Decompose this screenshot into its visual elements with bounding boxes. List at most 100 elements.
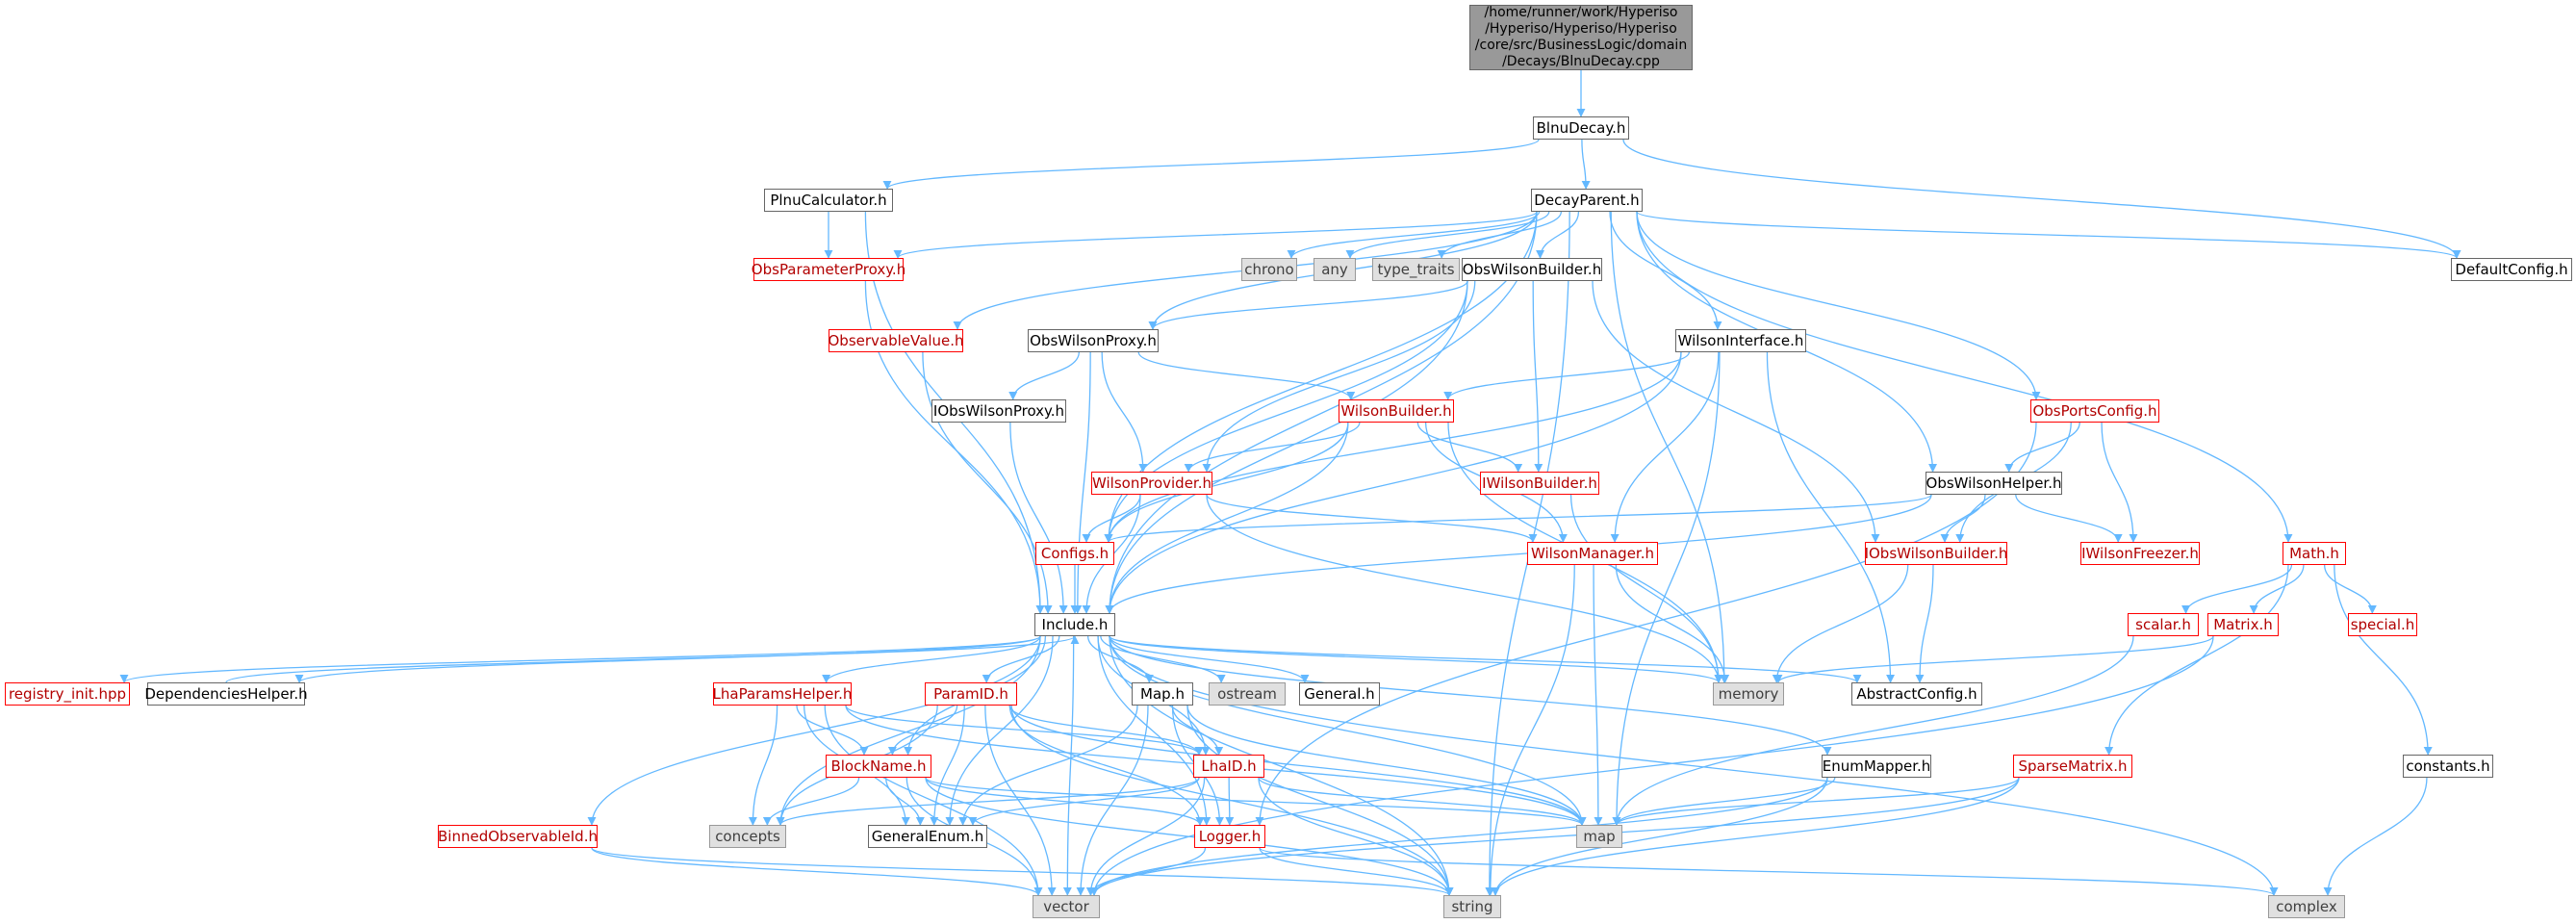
edge-observablevalue-to-include xyxy=(922,351,1053,614)
node-string[interactable]: string xyxy=(1443,895,1501,918)
edge-include-to-enummapper xyxy=(1109,635,1832,756)
node-matrix-h[interactable]: Matrix.h xyxy=(2207,613,2279,636)
node-memory[interactable]: memory xyxy=(1713,682,1784,706)
node-abstractconfig-h[interactable]: AbstractConfig.h xyxy=(1851,682,1982,706)
node-map-h-local[interactable]: Map.h xyxy=(1132,682,1193,706)
node-wilsonbuilder-h[interactable]: WilsonBuilder.h xyxy=(1339,399,1454,423)
edge-wilsonprovider-to-configs xyxy=(1082,494,1141,543)
node-decayparent-h[interactable]: DecayParent.h xyxy=(1531,189,1643,212)
node-concepts[interactable]: concepts xyxy=(709,825,786,848)
edge-include-to-general xyxy=(1109,635,1310,683)
node-obsportsconfig-h[interactable]: ObsPortsConfig.h xyxy=(2030,399,2159,423)
edge-wilsonbuilder-to-include xyxy=(1105,422,1349,614)
edge-include-to-binnedobsid xyxy=(587,635,1041,826)
edge-logger-to-complex xyxy=(1259,847,2279,896)
node-ostream[interactable]: ostream xyxy=(1209,682,1286,706)
edge-lhaid-to-concepts xyxy=(776,777,1200,826)
node-math-h[interactable]: Math.h xyxy=(2283,542,2346,565)
node-enummapper-h[interactable]: EnumMapper.h xyxy=(1822,755,1931,778)
node-obsparameterproxy-h[interactable]: ObsParameterProxy.h xyxy=(752,258,905,281)
edge-lhaid-to-vector xyxy=(1085,777,1206,896)
edge-wilsoninterface-to-wilsonbuilder xyxy=(1443,351,1690,400)
node-any[interactable]: any xyxy=(1314,258,1356,281)
node-wilsonmanager-h[interactable]: WilsonManager.h xyxy=(1527,542,1658,565)
edge-paramid-to-map xyxy=(1010,705,1587,826)
edge-iobswilsonproxy-to-include xyxy=(1009,422,1068,614)
node-generalenum-h[interactable]: GeneralEnum.h xyxy=(868,825,987,848)
node-defaultconfig-h[interactable]: DefaultConfig.h xyxy=(2451,258,2572,281)
edge-lhaid-to-generalenum xyxy=(968,777,1200,826)
edge-wilsoninterface-to-map xyxy=(1612,351,1721,826)
edge-scalar-to-map xyxy=(1612,635,2134,826)
edge-wilsonmanager-to-memory xyxy=(1615,564,1730,683)
edge-include-to-logger xyxy=(1097,635,1211,826)
node-lhaid-h[interactable]: LhaID.h xyxy=(1193,755,1264,778)
edge-math-to-constants xyxy=(2334,564,2433,756)
node-lhaparamshelper-h[interactable]: LhaParamsHelper.h xyxy=(713,682,852,706)
node-blnudecay-h[interactable]: BlnuDecay.h xyxy=(1533,116,1629,140)
edge-lhaparamshelper-to-vector xyxy=(824,705,1043,896)
edge-paramid-to-generalenum xyxy=(930,705,965,826)
node-special-h[interactable]: special.h xyxy=(2348,613,2417,636)
node-include-h[interactable]: Include.h xyxy=(1034,613,1115,636)
edge-enummapper-to-vector xyxy=(1089,777,1828,896)
node-obswilsonproxy-h[interactable]: ObsWilsonProxy.h xyxy=(1028,329,1159,352)
edge-math-to-matrix xyxy=(2249,564,2305,614)
edge-paramid-to-vector xyxy=(984,705,1057,896)
node-map[interactable]: map xyxy=(1576,825,1622,848)
edge-decayparent-to-chrono xyxy=(1287,211,1541,259)
node-blnudecay-cpp[interactable]: /home/runner/work/Hyperiso /Hyperiso/Hyp… xyxy=(1469,5,1693,70)
edge-wilsoninterface-to-configs xyxy=(1104,351,1682,543)
edge-include-to-map xyxy=(1109,635,1587,826)
node-wilsonprovider-h[interactable]: WilsonProvider.h xyxy=(1091,472,1212,495)
node-constants-h[interactable]: constants.h xyxy=(2403,755,2493,778)
edge-decayparent-to-any xyxy=(1345,211,1550,259)
node-chrono[interactable]: chrono xyxy=(1241,258,1297,281)
edge-obswilsonhelper-to-iwilsonfreezer xyxy=(2015,494,2123,543)
edge-matrix-to-vector xyxy=(1089,635,2214,896)
node-logger-h[interactable]: Logger.h xyxy=(1194,825,1265,848)
edge-wilsonbuilder-to-wilsonprovider xyxy=(1184,422,1361,473)
node-configs-h[interactable]: Configs.h xyxy=(1035,542,1114,565)
node-paramid-h[interactable]: ParamID.h xyxy=(925,682,1017,706)
edge-include-to-abstractconfig xyxy=(1109,635,1862,683)
edge-decayparent-to-defaultconfig xyxy=(1636,211,2461,259)
edge-obswilsonbuilder-to-iobswilsonbuilder xyxy=(1592,280,1880,543)
node-obswilsonhelper-h[interactable]: ObsWilsonHelper.h xyxy=(1926,472,2062,495)
edge-math-to-sparsematrix xyxy=(2104,564,2289,756)
node-observablevalue-h[interactable]: ObservableValue.h xyxy=(829,329,964,352)
node-general-h[interactable]: General.h xyxy=(1299,682,1380,706)
node-plnucalculator-h[interactable]: PlnuCalculator.h xyxy=(764,189,893,212)
edge-lhaparamshelper-to-concepts xyxy=(748,705,778,826)
node-vector[interactable]: vector xyxy=(1033,895,1100,918)
edge-math-to-special xyxy=(2324,564,2377,614)
edge-sparsematrix-to-map xyxy=(1612,777,2020,826)
node-iobswilsonproxy-h[interactable]: IObsWilsonProxy.h xyxy=(931,399,1066,423)
edge-dependencieshelper-to-include xyxy=(225,635,1080,683)
edge-binnedobsid-to-string xyxy=(591,847,1454,896)
node-wilsoninterface-h[interactable]: WilsonInterface.h xyxy=(1675,329,1806,352)
edge-decayparent-to-math xyxy=(1636,211,2293,543)
node-iobswilsonbuilder-h[interactable]: IObsWilsonBuilder.h xyxy=(1865,542,2007,565)
edge-include-to-ostream xyxy=(1100,635,1226,683)
node-type-traits[interactable]: type_traits xyxy=(1372,258,1460,281)
edge-obswilsonproxy-to-include xyxy=(1073,351,1091,614)
node-registry-init-hpp[interactable]: registry_init.hpp xyxy=(5,682,130,706)
edge-include-to-vector xyxy=(1062,635,1075,896)
node-complex[interactable]: complex xyxy=(2268,895,2345,918)
node-obswilsonbuilder-h[interactable]: ObsWilsonBuilder.h xyxy=(1462,258,1602,281)
edge-obsportsconfig-to-logger xyxy=(1255,422,2037,826)
node-binnedobservableid-h[interactable]: BinnedObservableId.h xyxy=(438,825,598,848)
node-sparsematrix-h[interactable]: SparseMatrix.h xyxy=(2013,755,2132,778)
node-scalar-h[interactable]: scalar.h xyxy=(2128,613,2199,636)
edge-wilsoninterface-to-include xyxy=(1105,351,1682,614)
edge-blnudecay-to-decayparent xyxy=(1581,139,1591,190)
node-iwilsonbuilder-h[interactable]: IWilsonBuilder.h xyxy=(1480,472,1599,495)
edge-include-to-generalenum xyxy=(945,635,1054,826)
node-dependencieshelper-h[interactable]: DependenciesHelper.h xyxy=(144,682,308,706)
edge-decayparent-to-include xyxy=(1105,211,1538,614)
node-blockname-h[interactable]: BlockName.h xyxy=(826,755,931,778)
edge-blockname-to-string xyxy=(925,777,1454,896)
node-iwilsonfreezer-h[interactable]: IWilsonFreezer.h xyxy=(2080,542,2200,565)
edge-maph-to-vector xyxy=(1076,705,1149,896)
